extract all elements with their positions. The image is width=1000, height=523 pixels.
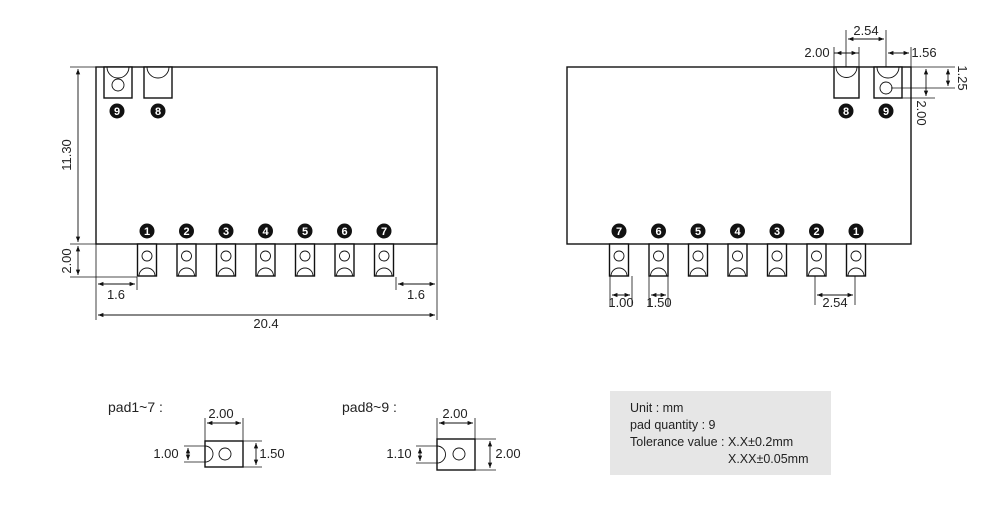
right-pin-badge: 1 xyxy=(848,223,864,239)
pin-number: 3 xyxy=(223,226,229,238)
right-bottom-pad xyxy=(687,243,709,277)
right-bottom-pad xyxy=(845,243,867,277)
right-pin-badge: 6 xyxy=(651,223,666,239)
pin-number: 8 xyxy=(843,106,849,118)
pin-number: 6 xyxy=(655,226,661,238)
right-pin-badge: 5 xyxy=(690,223,706,239)
left-bottom-pad xyxy=(176,243,197,277)
pin-number: 5 xyxy=(695,226,701,238)
pin-number: 2 xyxy=(183,226,189,238)
pin-number: 1 xyxy=(144,226,150,238)
pin-number: 1 xyxy=(853,226,859,238)
pad17-width: 2.00 xyxy=(208,406,233,421)
right-pin-badge: 2 xyxy=(809,223,824,239)
right-bottom-pad xyxy=(727,243,748,277)
dim-pad-h: 2.00 xyxy=(914,100,929,125)
left-top-pad-8 xyxy=(143,66,173,99)
left-pin-badge: 7 xyxy=(376,223,392,239)
info-unit: Unit : mm xyxy=(630,401,684,415)
pin-number: 7 xyxy=(616,226,622,238)
right-bottom-pad xyxy=(648,243,669,277)
dim-pitch-top: 2.54 xyxy=(853,23,878,38)
pad89-left-h: 1.10 xyxy=(386,446,411,461)
pin-number: 4 xyxy=(262,226,269,238)
pin-number: 9 xyxy=(114,106,120,118)
pin-number: 6 xyxy=(341,226,347,238)
dim-width: 20.4 xyxy=(253,316,278,331)
dim-pad-depth: 2.00 xyxy=(59,248,74,273)
left-pin-badge: 6 xyxy=(337,223,352,239)
info-pad-quantity: pad quantity : 9 xyxy=(630,418,716,432)
left-pin-badge: 4 xyxy=(258,223,273,239)
right-bottom-pad xyxy=(766,243,788,277)
pad17-detail: pad1~7 : 2.00 1.00 1.50 xyxy=(108,399,285,468)
right-module-view: 8 9 7 6 5 4 3 2 1 2.54 2.00 1.56 1.25 2.00 1.0… xyxy=(566,23,970,310)
spec-info-box: Unit : mm pad quantity : 9 Tolerance val… xyxy=(610,391,831,475)
info-tolerance-2: X.XX±0.05mm xyxy=(728,452,809,466)
dim-edge: 1.56 xyxy=(911,45,936,60)
left-bottom-pad xyxy=(373,243,395,277)
dim-left-offset: 1.6 xyxy=(107,287,125,302)
left-top-pad-9 xyxy=(103,66,133,99)
left-module-view: 9 8 1 2 3 4 5 6 7 11.30 2.00 1.6 1.6 20.4 xyxy=(59,66,438,331)
right-pin-badge: 7 xyxy=(611,223,627,239)
right-pin-badge: 4 xyxy=(730,223,745,239)
dim-height: 11.30 xyxy=(59,139,74,171)
dim-right-offset: 1.6 xyxy=(407,287,425,302)
pin-number: 4 xyxy=(734,226,741,238)
info-tolerance: Tolerance value : X.X±0.2mm xyxy=(630,435,794,449)
right-top-pin-badge-8: 8 xyxy=(838,103,854,119)
pad17-left-h: 1.00 xyxy=(153,446,178,461)
pad89-width: 2.00 xyxy=(442,406,467,421)
pin-number: 3 xyxy=(774,226,780,238)
right-pin-badge: 3 xyxy=(769,223,785,239)
pin-number: 5 xyxy=(302,226,308,238)
dim-pad-w-bottom: 1.50 xyxy=(646,295,671,310)
pad89-detail: pad8~9 : 2.00 1.10 2.00 xyxy=(342,399,521,471)
dim-hole-offset: 1.25 xyxy=(955,65,970,90)
right-top-pin-badge-9: 9 xyxy=(878,103,894,119)
left-bottom-pad xyxy=(255,243,276,277)
left-top-pin-badge-8: 8 xyxy=(150,103,166,119)
pin-number: 9 xyxy=(883,106,889,118)
dim-pad-w: 2.00 xyxy=(804,45,829,60)
pad89-right-h: 2.00 xyxy=(495,446,520,461)
right-top-pad-9 xyxy=(873,66,903,99)
pin-number: 8 xyxy=(155,106,161,118)
dim-pitch-bottom: 2.54 xyxy=(822,295,847,310)
right-bottom-pad xyxy=(608,243,630,277)
left-bottom-pad xyxy=(136,243,158,277)
pin-number: 7 xyxy=(381,226,387,238)
left-pin-badge: 3 xyxy=(218,223,234,239)
left-pin-badge: 5 xyxy=(297,223,313,239)
left-bottom-pad xyxy=(334,243,355,277)
dim-hole: 1.00 xyxy=(608,295,633,310)
left-top-pin-badge-9: 9 xyxy=(109,103,125,119)
left-bottom-pad xyxy=(294,243,316,277)
left-bottom-pad xyxy=(215,243,237,277)
pad17-title: pad1~7 : xyxy=(108,399,163,415)
left-pin-badge: 1 xyxy=(139,223,155,239)
pin-number: 2 xyxy=(813,226,819,238)
pad17-right-h: 1.50 xyxy=(259,446,284,461)
right-bottom-pad xyxy=(806,243,827,277)
left-pin-badge: 2 xyxy=(179,223,194,239)
pad89-title: pad8~9 : xyxy=(342,399,397,415)
right-top-pad-8 xyxy=(833,66,860,99)
